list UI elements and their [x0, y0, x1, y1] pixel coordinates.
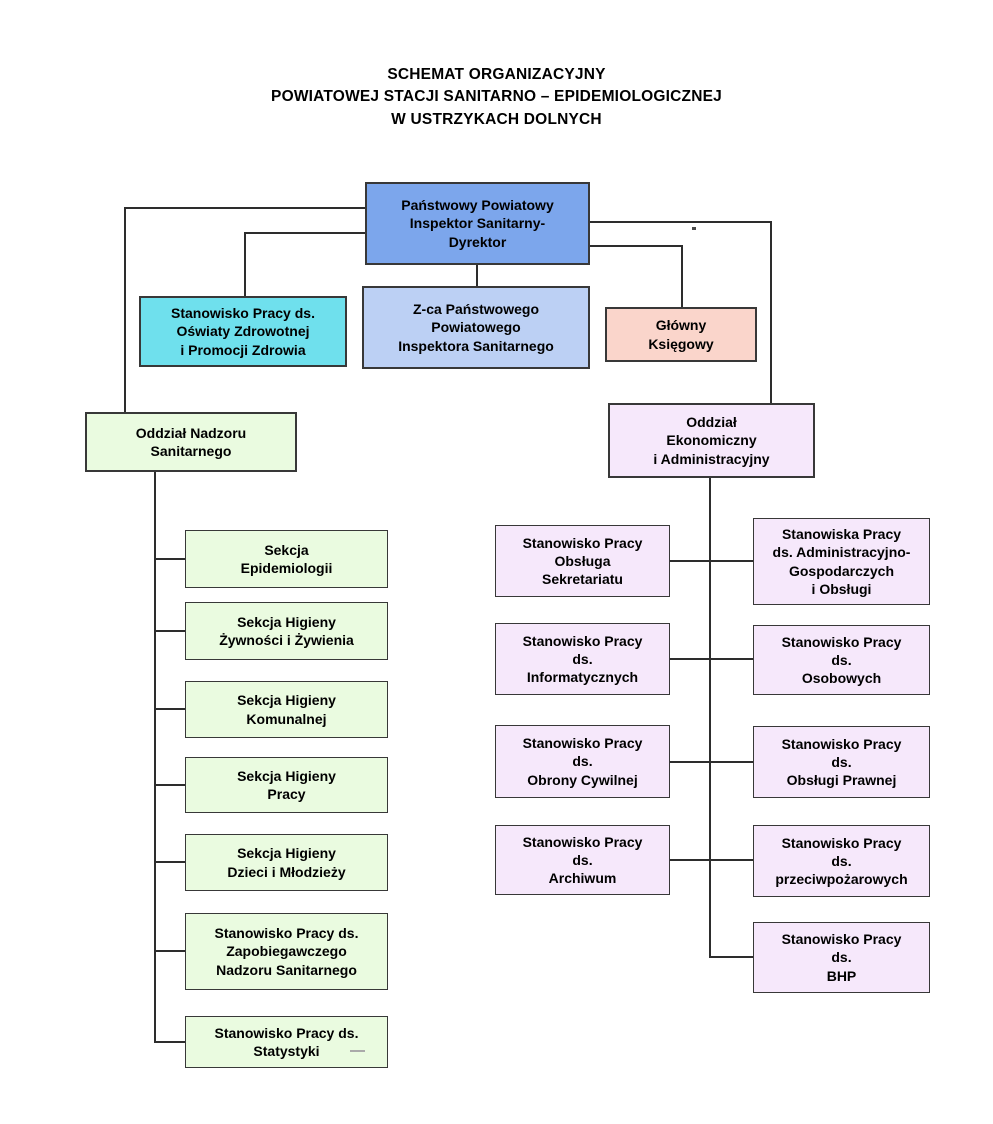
- node-sekcja-epidemiologii: Sekcja Epidemiologii: [185, 530, 388, 588]
- node-chief-accountant: Główny Księgowy: [605, 307, 757, 362]
- connector-line: [670, 761, 753, 763]
- connector-line: [154, 472, 156, 1043]
- connector-line: [154, 784, 185, 786]
- connector-line: [154, 630, 185, 632]
- connector-line: [670, 658, 753, 660]
- connector-line: [124, 207, 126, 412]
- node-statystyka: Stanowisko Pracy ds. Statystyki: [185, 1016, 388, 1068]
- connector-line: [154, 558, 185, 560]
- node-sekcja-higieny-dzieci: Sekcja Higieny Dzieci i Młodzieży: [185, 834, 388, 891]
- node-obsluga-prawna: Stanowisko Pracy ds. Obsługi Prawnej: [753, 726, 930, 798]
- connector-line: [154, 1041, 185, 1043]
- connector-line: [590, 221, 772, 223]
- node-obrona-cywilna: Stanowisko Pracy ds. Obrony Cywilnej: [495, 725, 670, 798]
- connector-line: [124, 207, 365, 209]
- connector-line: [681, 245, 683, 307]
- node-sekretariat: Stanowisko Pracy Obsługa Sekretariatu: [495, 525, 670, 597]
- node-health-education: Stanowisko Pracy ds. Oświaty Zdrowotnej …: [139, 296, 347, 367]
- node-archiwum: Stanowisko Pracy ds. Archiwum: [495, 825, 670, 895]
- node-sekcja-higieny-pracy: Sekcja Higieny Pracy: [185, 757, 388, 813]
- stray-dash-artifact: [350, 1050, 365, 1052]
- node-zapobiegawczy-nadzor: Stanowisko Pracy ds. Zapobiegawczego Nad…: [185, 913, 388, 990]
- connector-line: [770, 221, 772, 403]
- connector-line: [709, 478, 711, 958]
- connector-line: [670, 859, 753, 861]
- chart-title: SCHEMAT ORGANIZACYJNY POWIATOWEJ STACJI …: [271, 66, 722, 128]
- connector-line: [476, 265, 478, 286]
- node-economic-division: Oddział Ekonomiczny i Administracyjny: [608, 403, 815, 478]
- connector-line: [244, 232, 246, 296]
- node-director: Państwowy Powiatowy Inspektor Sanitarny-…: [365, 182, 590, 265]
- node-deputy-inspector: Z-ca Państwowego Powiatowego Inspektora …: [362, 286, 590, 369]
- connector-line: [709, 956, 753, 958]
- node-osobowe: Stanowisko Pracy ds. Osobowych: [753, 625, 930, 695]
- connector-line: [590, 245, 683, 247]
- connector-line: [154, 708, 185, 710]
- connector-line: [244, 232, 365, 234]
- connector-line: [154, 950, 185, 952]
- stray-dot-artifact: [692, 227, 696, 230]
- node-informatyczne: Stanowisko Pracy ds. Informatycznych: [495, 623, 670, 695]
- node-sanitary-division: Oddział Nadzoru Sanitarnego: [85, 412, 297, 472]
- node-bhp: Stanowisko Pracy ds. BHP: [753, 922, 930, 993]
- connector-line: [670, 560, 753, 562]
- node-sekcja-higieny-zywnosci: Sekcja Higieny Żywności i Żywienia: [185, 602, 388, 660]
- connector-line: [154, 861, 185, 863]
- node-sekcja-higieny-komunalnej: Sekcja Higieny Komunalnej: [185, 681, 388, 738]
- node-administracyjno-gospodarcze: Stanowiska Pracy ds. Administracyjno- Go…: [753, 518, 930, 605]
- node-przeciwpozarowe: Stanowisko Pracy ds. przeciwpożarowych: [753, 825, 930, 897]
